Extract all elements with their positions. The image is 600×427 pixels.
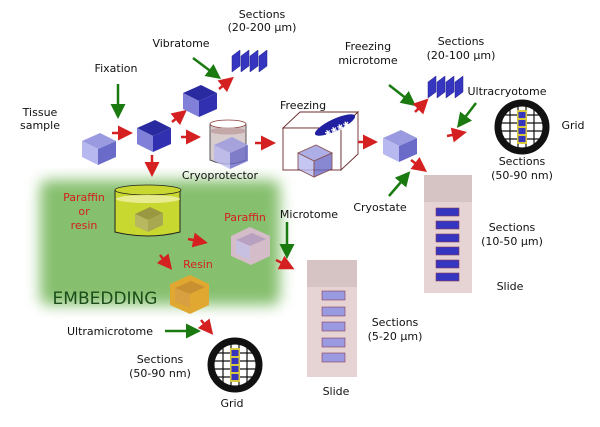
process-arrow (197, 318, 214, 335)
fixed-block-cube (183, 85, 217, 117)
cryostate-arrow (388, 171, 411, 197)
tissue-label-2: sample (20, 119, 60, 132)
em-grid-icon (498, 103, 546, 151)
vibratome-label: Vibratome (152, 37, 209, 50)
resin-label: Resin (183, 258, 213, 271)
sections-ultramicro-1: Sections (137, 353, 184, 366)
vibratome-sections-icon (231, 49, 268, 73)
slide-cryostate (424, 175, 472, 293)
process-arrow (410, 157, 427, 172)
ultracryotome-arrow (456, 102, 477, 128)
process-arrow (170, 109, 187, 126)
process-arrow (275, 255, 295, 270)
freezing-label: Freezing (280, 99, 326, 112)
embedding-beaker (114, 184, 182, 237)
sections-cryostate-1: Sections (489, 221, 536, 234)
vibratome-arrow (192, 57, 221, 79)
tissue-label-1: Tissue (22, 106, 58, 119)
paraffin-or-resin-2: or (78, 205, 90, 218)
sections-freezing-2: (20-100 µm) (427, 49, 496, 62)
process-arrow (156, 253, 173, 270)
resin-block (170, 275, 209, 314)
grid-top-label: Grid (561, 119, 584, 132)
freezing-microtome-label-1: Freezing (345, 40, 391, 53)
slide-microtome (307, 260, 357, 377)
paraffin-label: Paraffin (224, 211, 266, 224)
sections-microtome-1: Sections (372, 316, 419, 329)
sections-ultracryo-1: Sections (499, 155, 546, 168)
sections-microtome-2: (5-20 µm) (368, 330, 423, 343)
paraffin-or-resin-1: Paraffin (63, 191, 105, 204)
process-arrow (446, 127, 467, 143)
embedding-label: EMBEDDING (53, 289, 158, 309)
sections-ultramicro-2: (50-90 nm) (129, 367, 191, 380)
em-grid-bottom-icon (211, 341, 259, 389)
freezer-box: ✱✱✱✱ (281, 110, 360, 178)
slide-right-label: Slide (497, 280, 524, 293)
process-arrow (187, 232, 208, 248)
sections-ultracryo-2: (50-90 nm) (491, 169, 553, 182)
fixation-label: Fixation (95, 62, 138, 75)
embedding-region (40, 180, 280, 305)
sections-vibratome-2: (20-200 µm) (228, 21, 297, 34)
cryoprotector-label: Cryoprotector (182, 169, 259, 182)
frozen-block-cube (383, 130, 417, 162)
grid-bottom-label: Grid (220, 397, 243, 410)
microtome-label: Microtome (280, 208, 338, 221)
cryoprotector-beaker (209, 119, 248, 169)
paraffin-or-resin-3: resin (71, 219, 98, 232)
sections-cryostate-2: (10-50 µm) (481, 235, 543, 248)
sections-vibratome-1: Sections (239, 8, 286, 21)
ultramicrotome-label: Ultramicrotome (67, 325, 153, 338)
tissue-sample-cube (82, 133, 116, 165)
paraffin-block (231, 227, 270, 265)
cryostate-label: Cryostate (353, 201, 407, 214)
ultracryotome-label: Ultracryotome (467, 85, 546, 98)
process-arrow (217, 76, 234, 93)
freezing-sections-icon (427, 75, 464, 99)
slide-bottom-label: Slide (323, 385, 350, 398)
freezing-microtome-label-2: microtome (338, 54, 398, 67)
fixed-tissue-cube (137, 120, 171, 152)
process-arrow (412, 98, 429, 115)
sections-freezing-1: Sections (438, 35, 485, 48)
freezing-microtome-arrow (388, 84, 416, 107)
